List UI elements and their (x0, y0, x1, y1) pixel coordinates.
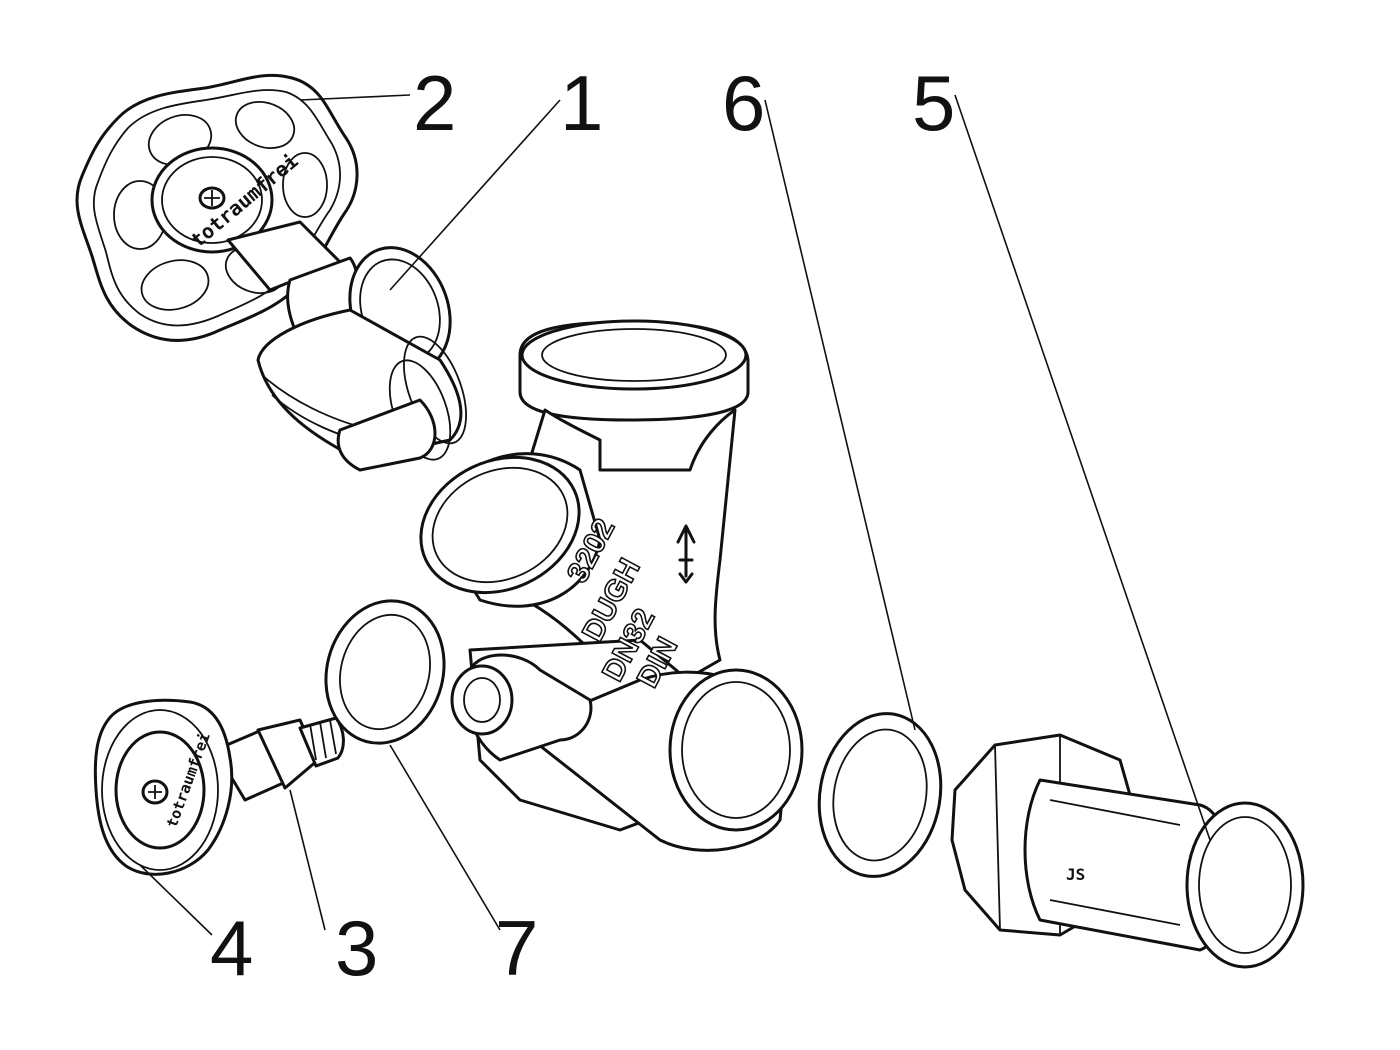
callout-7: 7 (495, 904, 538, 992)
valve-body: 3202 DUGH DN32 DIN (419, 319, 804, 852)
callout-2: 2 (413, 59, 456, 147)
leader-3 (289, 789, 326, 931)
callout-1: 1 (560, 59, 603, 147)
callout-6: 6 (722, 59, 765, 147)
leader-lines (139, 94, 1211, 936)
up-arrow-icon (676, 524, 696, 584)
leader-5 (954, 94, 1211, 841)
leader-1 (389, 99, 561, 291)
callout-3: 3 (335, 904, 378, 992)
gasket-7 (324, 599, 446, 745)
leader-7 (389, 744, 501, 931)
drain-valve-stem (213, 716, 345, 802)
valve-upper-part (226, 220, 467, 472)
callout-numbers: 2 1 6 5 4 3 7 (210, 59, 955, 992)
handwheel-small: totraumfrei (93, 698, 234, 876)
gasket-6 (817, 712, 943, 878)
callout-4: 4 (210, 904, 253, 992)
union-tailpiece: JS (950, 733, 1305, 969)
leader-4 (139, 864, 213, 936)
callout-5: 5 (912, 59, 955, 147)
union-logo: JS (1066, 865, 1085, 884)
leader-2 (299, 94, 411, 101)
leader-6 (764, 99, 916, 731)
